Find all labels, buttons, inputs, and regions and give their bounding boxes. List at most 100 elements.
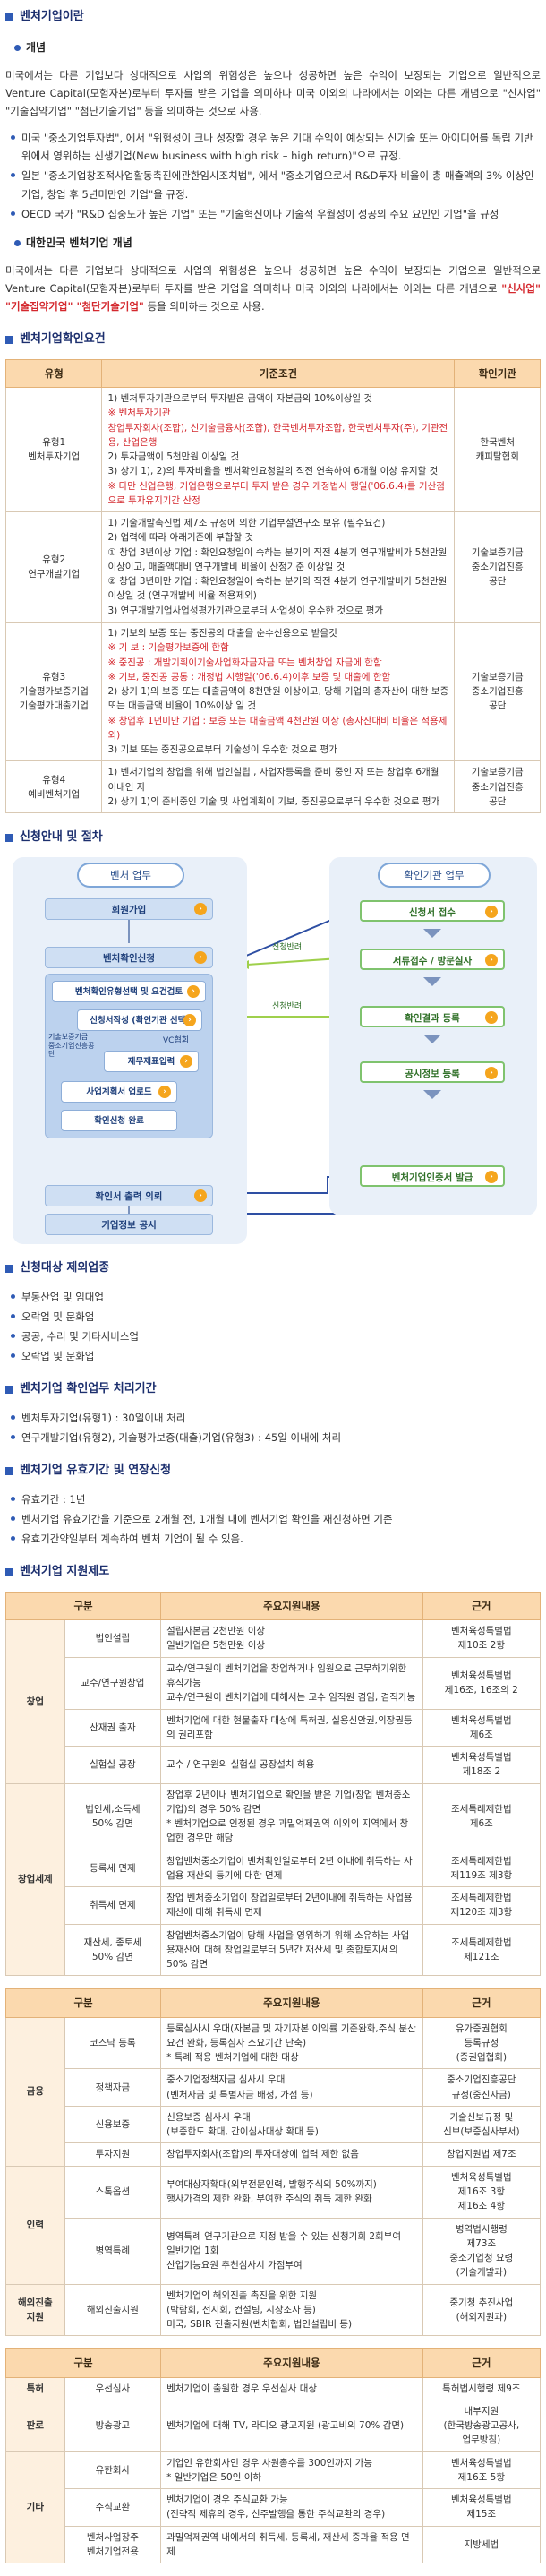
step-disclosure-register[interactable]: 공시정보 등록›	[360, 1060, 505, 1083]
square-bullet-icon	[5, 1467, 13, 1476]
support-sub-cell: 우선심사	[64, 2376, 162, 2400]
step-member-join[interactable]: 회원가입›	[45, 897, 213, 920]
support-basis-cell: 지방세법	[422, 2525, 542, 2564]
req-condition-cell: 1) 벤처투자기관으로부터 투자받은 금액이 자본금의 10%이상일 것 ※ 벤처…	[101, 386, 456, 513]
support-category-cell: 창업	[5, 1619, 65, 1784]
support-sub-cell: 등록세 면제	[64, 1849, 162, 1888]
step-connector	[128, 1206, 130, 1214]
support-basis-cell: 조세특례제한법 제120조 제3항	[422, 1886, 542, 1925]
square-bullet-icon	[5, 1386, 13, 1395]
condition-line: 창업투자회사(조합), 신기술금융사(조합), 한국벤처투자조합, 한국벤처투자…	[107, 422, 448, 448]
support-content-cell: 벤처기업에 대해 TV, 라디오 광고지원 (광고비의 70% 감면)	[160, 2399, 423, 2452]
section-title-support: 벤처기업 지원제도	[5, 1562, 541, 1583]
list-item: 벤처기업 유효기간을 기준으로 2개월 전, 1개월 내에 벤처기업 확인을 재…	[5, 1510, 541, 1528]
substep-apply-complete[interactable]: 확인신청 완료	[61, 1109, 177, 1131]
step-receive-application[interactable]: 신청서 접수›	[360, 899, 505, 922]
korea-concept-paragraph: 미국에서는 다른 기업보다 상대적으로 사업의 위험성은 높으나 성공하면 높은…	[5, 263, 541, 313]
square-bullet-icon	[5, 834, 13, 843]
arrow-circle-icon: ›	[183, 1013, 196, 1026]
arrow-circle-icon: ›	[485, 905, 498, 918]
support-content-cell: 창업후 2년이내 벤처기업으로 확인을 받은 기업(창업 벤처중소기업)의 경우…	[160, 1782, 423, 1850]
support-basis-cell: 기술신보규정 및 신보(보증심사부서)	[422, 2105, 542, 2144]
support-sub-cell: 해외진출지원	[64, 2283, 162, 2337]
support-category-cell: 금융	[5, 2016, 65, 2167]
list-item: 미국 "중소기업투자법", 에서 "위험성이 크나 성장할 경우 높은 기대 수…	[5, 129, 541, 165]
step-document-review[interactable]: 서류접수 / 방문실사›	[360, 948, 505, 970]
arrow-circle-icon: ›	[485, 1170, 498, 1183]
condition-line: ※ 벤처투자기관	[107, 408, 171, 419]
support-basis-cell: 중기청 추진사업 (해외지원과)	[422, 2283, 542, 2337]
step-connector	[128, 919, 130, 943]
condition-line: ※ 다만 신업은행, 기업은행으로부터 투자 받은 경우 개정법시 행일('06…	[107, 480, 445, 506]
substep-type-select[interactable]: 벤처확인유형선택 및 요건검토›	[52, 980, 206, 1002]
col-header-condition: 기준조건	[101, 358, 456, 389]
col-header-category: 구분	[4, 1988, 162, 2018]
support-content-cell: 창업 벤처중소기업이 창업일로부터 2년이내에 취득하는 사업용 재산에 대해 …	[160, 1886, 423, 1925]
arrow-circle-icon: ›	[485, 1066, 498, 1079]
support-sub-cell: 신용보증	[64, 2105, 162, 2144]
support-content-cell: 병역특례 연구기관으로 지정 받을 수 있는 신청기회 2회부여 일반기업 1회…	[160, 2217, 423, 2285]
arrow-circle-icon: ›	[485, 953, 498, 966]
substep-form-write[interactable]: 신청서작성 (확인기관 선택)›	[77, 1009, 202, 1031]
concept-paragraph: 미국에서는 다른 기업보다 상대적으로 사업의 위험성은 높으나 성공하면 높은…	[5, 68, 541, 117]
support-content-cell: 부여대상자확대(외부전문인력, 발행주식의 50%까지) 행사가격의 제한 완화…	[160, 2165, 423, 2219]
reject-label-1: 신청반려	[272, 942, 303, 952]
arrow-circle-icon: ›	[194, 1189, 207, 1202]
support-basis-cell: 벤처육성특별법 제6조	[422, 1708, 542, 1747]
step-result-register[interactable]: 확인결과 등록›	[360, 1005, 505, 1027]
step-cert-issue[interactable]: 벤처기업인증서 발급›	[360, 1164, 505, 1187]
support-basis-cell: 유가증권협회 등록규정 (증권업협회)	[422, 2016, 542, 2070]
support-content-cell: 중소기업정책자금 심사시 우대 (벤처자금 및 특별자금 배정, 가점 등)	[160, 2068, 423, 2107]
support-basis-cell: 내부지원 (한국방송광고공사, 업무방침)	[422, 2399, 542, 2452]
support-basis-cell: 조세특례제한법 제119조 제3항	[422, 1849, 542, 1888]
condition-line: 1) 벤처투자기관으로부터 투자받은 금액이 자본금의 10%이상일 것	[107, 393, 373, 404]
support-content-cell: 기업인 유한회사인 경우 사원총수를 300인까지 가능 * 일반기업은 50인…	[160, 2451, 423, 2490]
step-venture-apply[interactable]: 벤처확인신청›	[45, 946, 213, 968]
col-header-basis: 근거	[422, 2348, 542, 2378]
applicant-column-header: 벤처 업무	[77, 862, 184, 888]
list-item: 부동산업 및 임대업	[5, 1288, 541, 1306]
support-basis-cell: 조세특례제한법 제6조	[422, 1782, 542, 1850]
arrow-circle-icon: ›	[485, 1010, 498, 1024]
down-arrow-icon	[423, 976, 441, 986]
support-basis-cell: 벤처육성특별법 제16조 3항 제16조 4항	[422, 2165, 542, 2219]
col-header-category: 구분	[4, 1592, 162, 1621]
col-header-content: 주요지원내용	[160, 1592, 423, 1621]
list-item: 연구개발기업(유형2), 기술평가보증(대출)기업(유형3) : 45일 이내에…	[5, 1429, 541, 1447]
support-sub-cell: 병역특례	[64, 2217, 162, 2285]
section-title-venture-definition: 벤처기업이란	[5, 7, 541, 28]
down-arrow-icon	[423, 928, 441, 938]
req-type-cell: 유형3 기술평가보증기업 기술평가대출기업	[4, 621, 103, 762]
support-sub-cell: 유한회사	[64, 2451, 162, 2490]
req-org-cell: 기술보증기금 중소기업진흥 공단	[454, 511, 541, 623]
support-category-cell: 해외진출 지원	[5, 2283, 65, 2337]
arrow-circle-icon: ›	[180, 1054, 192, 1068]
excluded-list: 부동산업 및 임대업 오락업 및 문화업 공공, 수리 및 기타서비스업 오락업…	[5, 1288, 541, 1366]
support-category-cell: 판로	[5, 2399, 65, 2452]
condition-line: 3) 연구개발기업사업성평가기관으로부터 사업성이 우수한 것으로 평가	[107, 605, 384, 616]
support-category-cell: 인력	[5, 2165, 65, 2285]
substep-financial-input[interactable]: 제무제표입력›	[104, 1050, 199, 1072]
section-title-excluded: 신청대상 제외업종	[5, 1258, 541, 1279]
section-title-procedure: 신청안내 및 절차	[5, 828, 541, 848]
support-sub-cell: 정책자금	[64, 2068, 162, 2107]
step-cert-print[interactable]: 확인서 출력 의뢰›	[45, 1184, 213, 1206]
support-sub-cell: 교수/연구원창업	[64, 1656, 162, 1710]
req-condition-cell: 1) 기보의 보증 또는 중진공의 대출을 순수신용으로 받을것※ 기 보 : …	[101, 621, 456, 762]
step-info-disclose[interactable]: 기업정보 공시	[45, 1213, 213, 1235]
support-basis-cell: 창업지원법 제7조	[422, 2142, 542, 2167]
substep-plan-upload[interactable]: 사업계획서 업로드›	[61, 1080, 177, 1103]
